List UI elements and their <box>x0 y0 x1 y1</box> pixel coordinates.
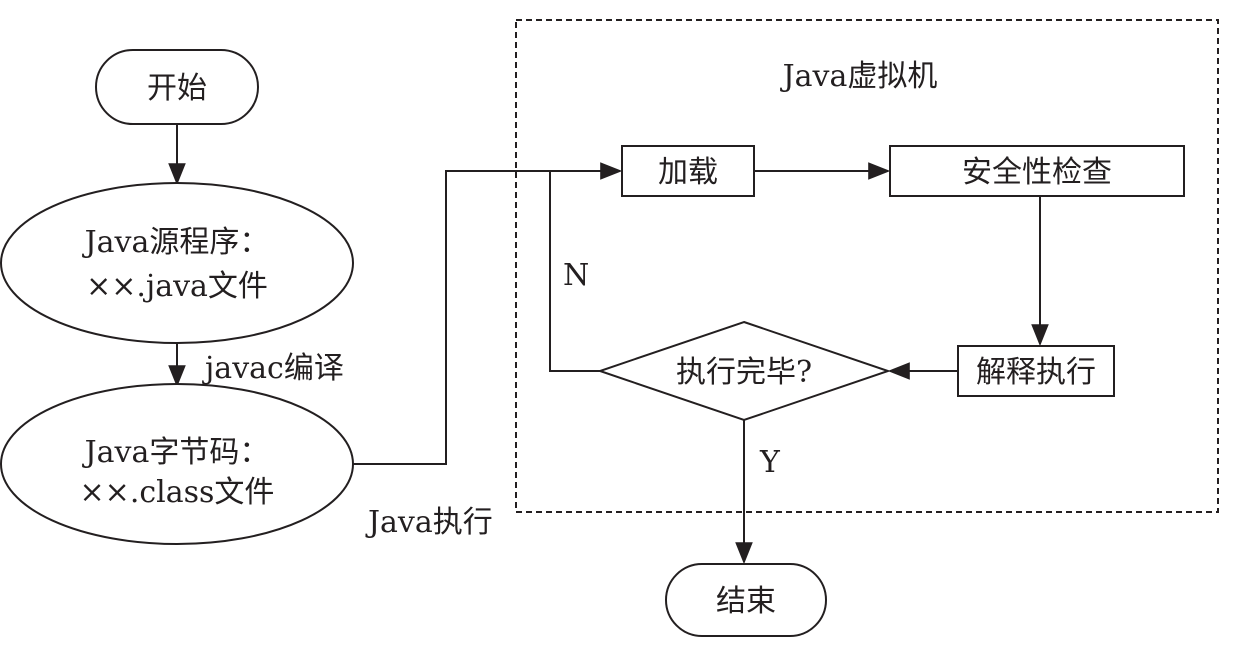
edge-no-loop <box>549 171 600 372</box>
load-label: 加载 <box>658 155 718 190</box>
execute-label: Java执行 <box>365 505 493 540</box>
jvm-title: Java虚拟机 <box>780 59 938 94</box>
bytecode-line1: Java字节码： <box>82 435 270 470</box>
bytecode-line2: ××.class文件 <box>80 475 275 510</box>
jvm-frame <box>515 19 1219 513</box>
edge-execute <box>353 162 623 465</box>
yes-label: Y <box>759 445 781 480</box>
start-label: 开始 <box>147 71 207 106</box>
source-program-line1: Java源程序： <box>82 225 270 260</box>
end-label: 结束 <box>716 584 776 619</box>
decision-label: 执行完毕? <box>676 355 812 390</box>
source-program-line2: ××.java文件 <box>86 269 268 304</box>
interpret-label: 解释执行 <box>976 355 1096 390</box>
security-check-label: 安全性检查 <box>962 155 1112 190</box>
security-check-node <box>889 145 1185 197</box>
no-label: N <box>563 258 589 293</box>
compile-label: javac编译 <box>202 351 344 386</box>
source-program-node <box>0 182 354 344</box>
end-node <box>665 563 827 637</box>
